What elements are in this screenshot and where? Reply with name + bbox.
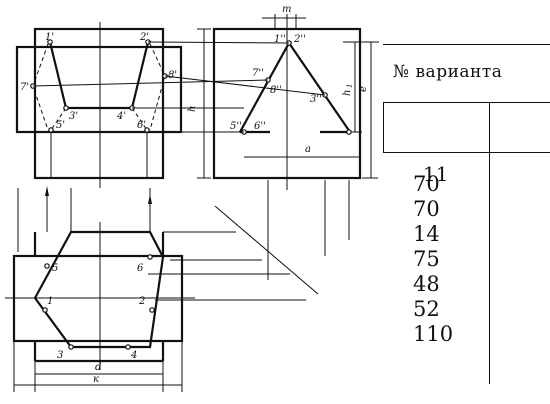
mitre-line (214, 205, 319, 295)
label-2-plan: 2 (138, 296, 145, 307)
label-2-front: 2' (139, 32, 149, 43)
table-header-rule (383, 102, 550, 103)
side-view: m h h 1 e a 1'' 2'' 3'' 5'' 6'' 7'' 8'' (187, 4, 379, 190)
table-title: № варианта (393, 62, 503, 82)
plan-view-hexagon (33, 230, 165, 349)
table-value: 14 (413, 222, 440, 246)
label-1-front: 1' (45, 32, 54, 43)
table-value: 70 (413, 197, 440, 221)
table-value: 110 (413, 322, 454, 346)
table-value: 52 (413, 297, 440, 321)
label-8-front: 8' (168, 70, 177, 81)
table-variant-rule (383, 152, 550, 153)
label-7-front: 7' (20, 82, 29, 93)
dim-h-label: h (187, 106, 198, 112)
projection-lines (17, 41, 350, 301)
label-1-plan: 1 (47, 296, 53, 307)
label-4-front: 4' (116, 111, 126, 122)
label-1-side: 1'' (274, 34, 286, 45)
table-value: 75 (413, 247, 440, 271)
front-view-cut-profile (48, 41, 150, 110)
dim-a-label: a (305, 144, 311, 155)
front-view-hidden-edge-4 (131, 107, 148, 131)
dim-e-label: e (358, 86, 369, 92)
dim-h1-sub: 1 (346, 84, 354, 88)
label-5-front: 5' (56, 120, 65, 131)
table-right-rule (489, 102, 490, 384)
front-view-hidden-edge-3 (50, 107, 67, 131)
table-value: 48 (413, 272, 440, 296)
side-view-triangle (239, 40, 351, 133)
dim-d-label: d (95, 362, 101, 373)
label-2-side: 2'' (293, 34, 306, 45)
label-6-plan: 6 (137, 263, 144, 274)
label-4-plan: 4 (130, 350, 137, 361)
table-values-list: 70 70 14 75 48 52 110 (413, 172, 453, 347)
dim-m-label: m (282, 4, 291, 15)
label-3-front: 3' (69, 111, 78, 122)
table-variant-number: 11 (423, 162, 449, 186)
label-7-side: 7'' (252, 68, 264, 79)
label-5-plan: 5 (52, 263, 58, 274)
front-view: 1' 2' 3' 4' 5' 6' 7' 8' (15, 22, 183, 188)
label-8-side: 8'' (270, 85, 282, 96)
label-6-side: 6'' (254, 121, 266, 132)
variant-table: № варианта 11 70 70 14 75 48 52 110 (383, 44, 550, 394)
table-top-rule (383, 44, 550, 45)
front-view-prism-outline (33, 27, 165, 180)
plan-view: 5 6 1 2 3 4 d к (5, 222, 195, 392)
label-6-front: 6' (137, 120, 146, 131)
label-3-plan: 3 (57, 350, 63, 361)
front-view-wide-band (15, 45, 183, 134)
table-value: 70 (413, 172, 440, 196)
dim-k-label: к (93, 374, 99, 385)
dim-h1-label: h (342, 90, 353, 96)
table-left-rule (383, 102, 384, 152)
label-3-side: 3'' (310, 94, 322, 105)
label-5-side: 5'' (230, 121, 242, 132)
